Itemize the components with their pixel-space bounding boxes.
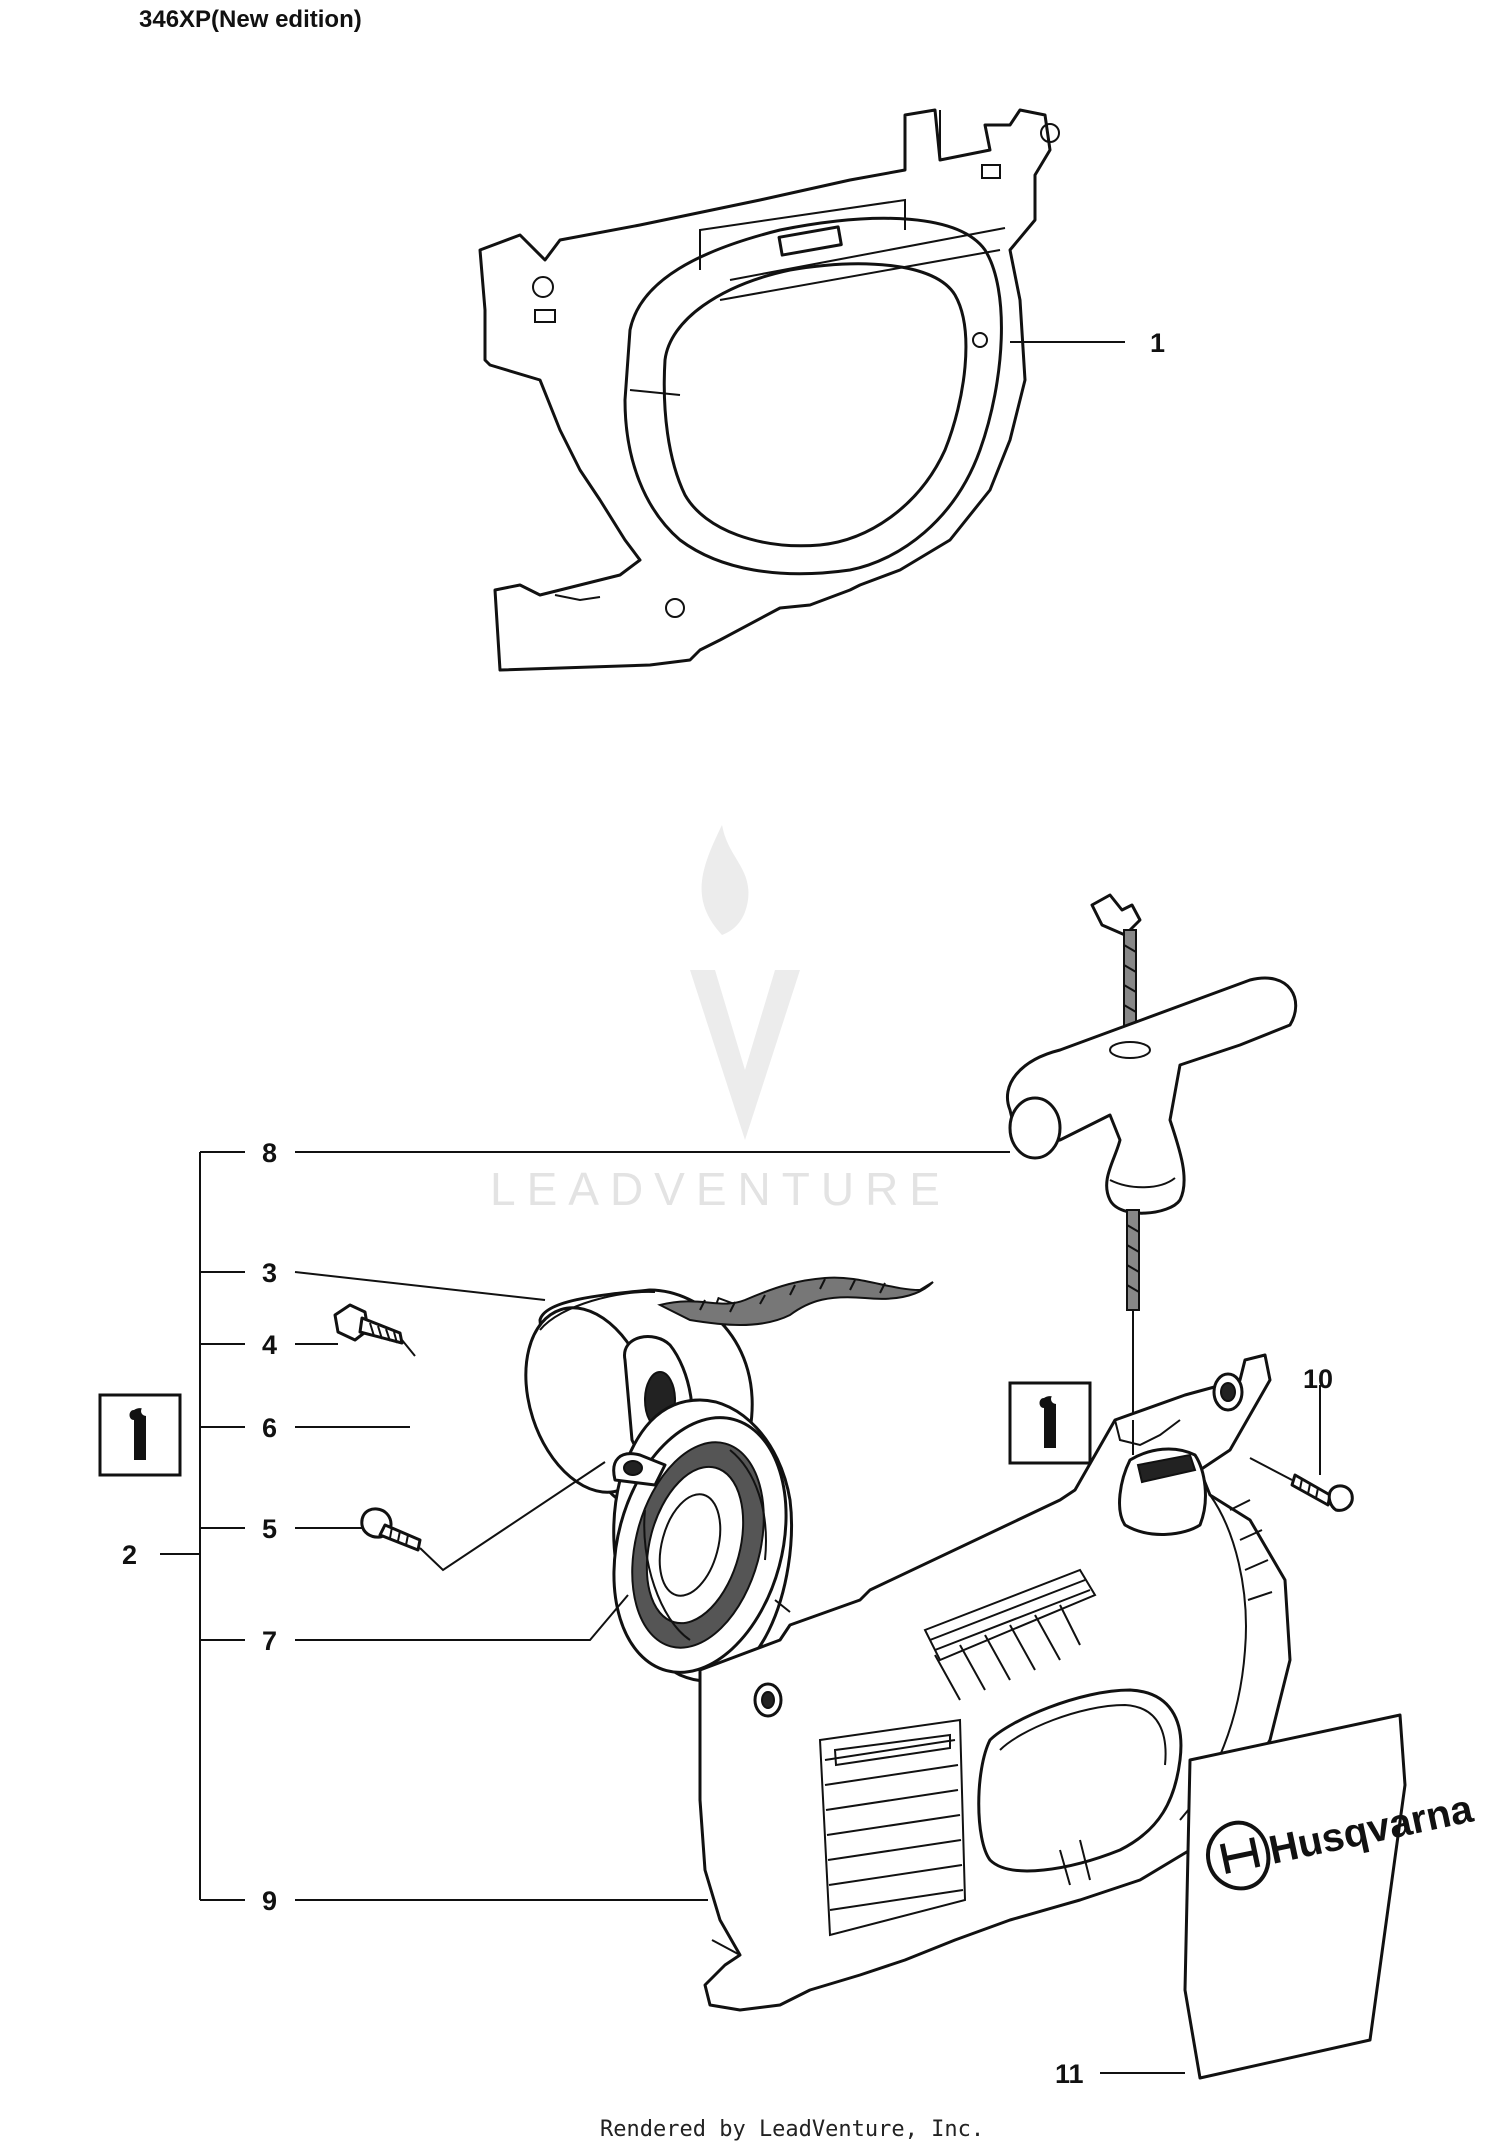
- part-11-decal: Husqvarna: [1183, 1713, 1477, 2080]
- callout-6: 6: [262, 1413, 277, 1443]
- callout-11: 11: [1055, 2059, 1084, 2089]
- callout-3: 3: [262, 1258, 277, 1288]
- part-7-recoil-spring: [612, 1398, 793, 1683]
- info-icon: [98, 1393, 182, 1477]
- callout-7: 7: [262, 1626, 277, 1656]
- part-8-starter-handle: [1005, 893, 1298, 1420]
- footer-credit: Rendered by LeadVenture, Inc.: [600, 2117, 985, 2142]
- callout-5: 5: [262, 1514, 277, 1544]
- callouts: 1 2 3 4 5 6 7 8 9 10 11: [122, 328, 1333, 2089]
- part-5-screw: [360, 1461, 606, 1572]
- page-title: 346XP(New edition): [139, 6, 362, 33]
- assembly-bracket: [160, 1151, 245, 1901]
- part-1-frame: [478, 108, 1060, 672]
- part-3-rope: [657, 1276, 934, 1326]
- callout-8: 8: [262, 1138, 277, 1168]
- part-9-starter-cover: [698, 1353, 1292, 2012]
- watermark-text: LEADVENTURE: [490, 1163, 951, 1215]
- part-10-screw: [1249, 1457, 1354, 1512]
- callout-4: 4: [262, 1330, 277, 1360]
- info-icon: [1008, 1381, 1092, 1465]
- part-4-screw: [333, 1303, 416, 1357]
- leader-lines: [294, 341, 1321, 2074]
- callout-9: 9: [262, 1886, 277, 1916]
- callout-2: 2: [122, 1540, 137, 1570]
- callout-1: 1: [1150, 328, 1165, 358]
- callout-10: 10: [1303, 1364, 1333, 1394]
- watermark: LEADVENTURE: [490, 825, 951, 1215]
